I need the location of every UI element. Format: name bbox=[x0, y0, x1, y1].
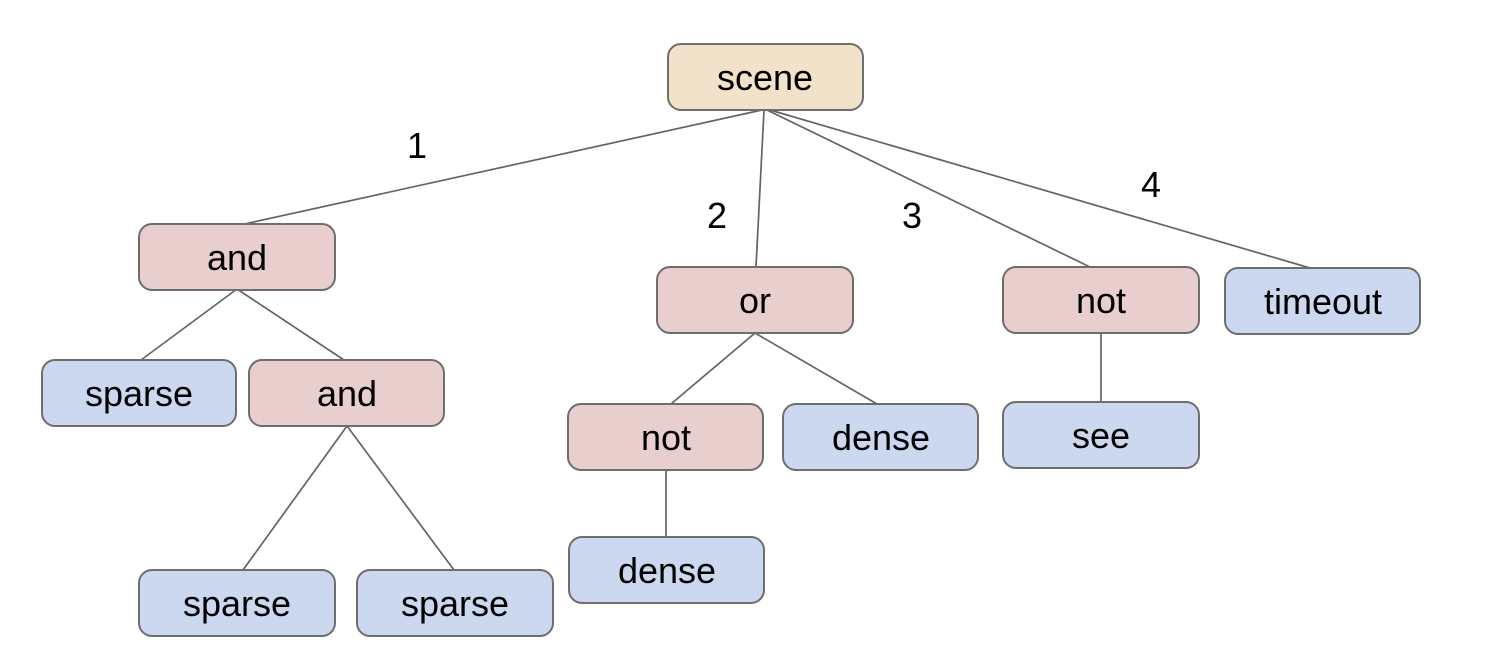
node-dense-2-label: dense bbox=[618, 550, 716, 591]
edge-scene-and bbox=[239, 109, 763, 226]
node-or-1: or bbox=[656, 266, 854, 334]
node-timeout-box bbox=[1224, 267, 1421, 335]
node-and-1: and bbox=[138, 223, 336, 291]
node-not-2: not bbox=[567, 403, 764, 471]
node-dense-1-label: dense bbox=[832, 417, 930, 458]
node-scene-label: scene bbox=[717, 57, 813, 98]
edge-scene-not bbox=[766, 109, 1091, 268]
node-dense-1-box bbox=[782, 403, 979, 471]
node-see-box bbox=[1002, 401, 1200, 469]
node-not-2-box bbox=[567, 403, 764, 471]
node-and-1-box bbox=[138, 223, 336, 291]
node-and-2: and bbox=[248, 359, 445, 427]
node-or-1-box bbox=[656, 266, 854, 334]
node-sparse-2-box bbox=[138, 569, 336, 637]
edge-label-group: 1 2 3 4 bbox=[407, 125, 1161, 236]
edge-label-4: 4 bbox=[1141, 164, 1161, 205]
node-not-1-label: not bbox=[1076, 280, 1126, 321]
node-sparse-1-label: sparse bbox=[85, 373, 193, 414]
edge-or-dense bbox=[754, 332, 878, 405]
node-and-1-label: and bbox=[207, 237, 267, 278]
node-sparse-3-box bbox=[356, 569, 554, 637]
edge-and2-sparse2 bbox=[242, 425, 348, 571]
edge-label-3: 3 bbox=[902, 195, 922, 236]
node-sparse-3-label: sparse bbox=[401, 583, 509, 624]
edge-scene-or bbox=[755, 109, 765, 268]
node-sparse-1-box bbox=[41, 359, 237, 427]
node-dense-2: dense bbox=[568, 536, 765, 604]
node-scene: scene bbox=[667, 43, 864, 111]
node-and-2-box bbox=[248, 359, 445, 427]
node-or-1-label: or bbox=[739, 280, 771, 321]
edge-label-2: 2 bbox=[707, 195, 727, 236]
node-sparse-2-label: sparse bbox=[183, 583, 291, 624]
node-timeout-label: timeout bbox=[1264, 281, 1382, 322]
node-sparse-2: sparse bbox=[138, 569, 336, 637]
edge-and-sparse bbox=[140, 288, 238, 361]
node-not-1: not bbox=[1002, 266, 1200, 334]
node-sparse-1: sparse bbox=[41, 359, 237, 427]
node-see-label: see bbox=[1072, 415, 1130, 456]
edge-and-and bbox=[236, 288, 345, 361]
node-sparse-3: sparse bbox=[356, 569, 554, 637]
edge-group bbox=[140, 109, 1311, 571]
node-not-1-box bbox=[1002, 266, 1200, 334]
node-and-2-label: and bbox=[317, 373, 377, 414]
edge-label-1: 1 bbox=[407, 125, 427, 166]
edge-scene-timeout bbox=[769, 109, 1311, 269]
node-not-2-label: not bbox=[641, 417, 691, 458]
node-timeout: timeout bbox=[1224, 267, 1421, 335]
node-dense-2-box bbox=[568, 536, 765, 604]
edge-or-not bbox=[670, 332, 756, 405]
node-dense-1: dense bbox=[782, 403, 979, 471]
node-see: see bbox=[1002, 401, 1200, 469]
node-scene-box bbox=[667, 43, 864, 111]
edge-and2-sparse3 bbox=[346, 425, 455, 571]
